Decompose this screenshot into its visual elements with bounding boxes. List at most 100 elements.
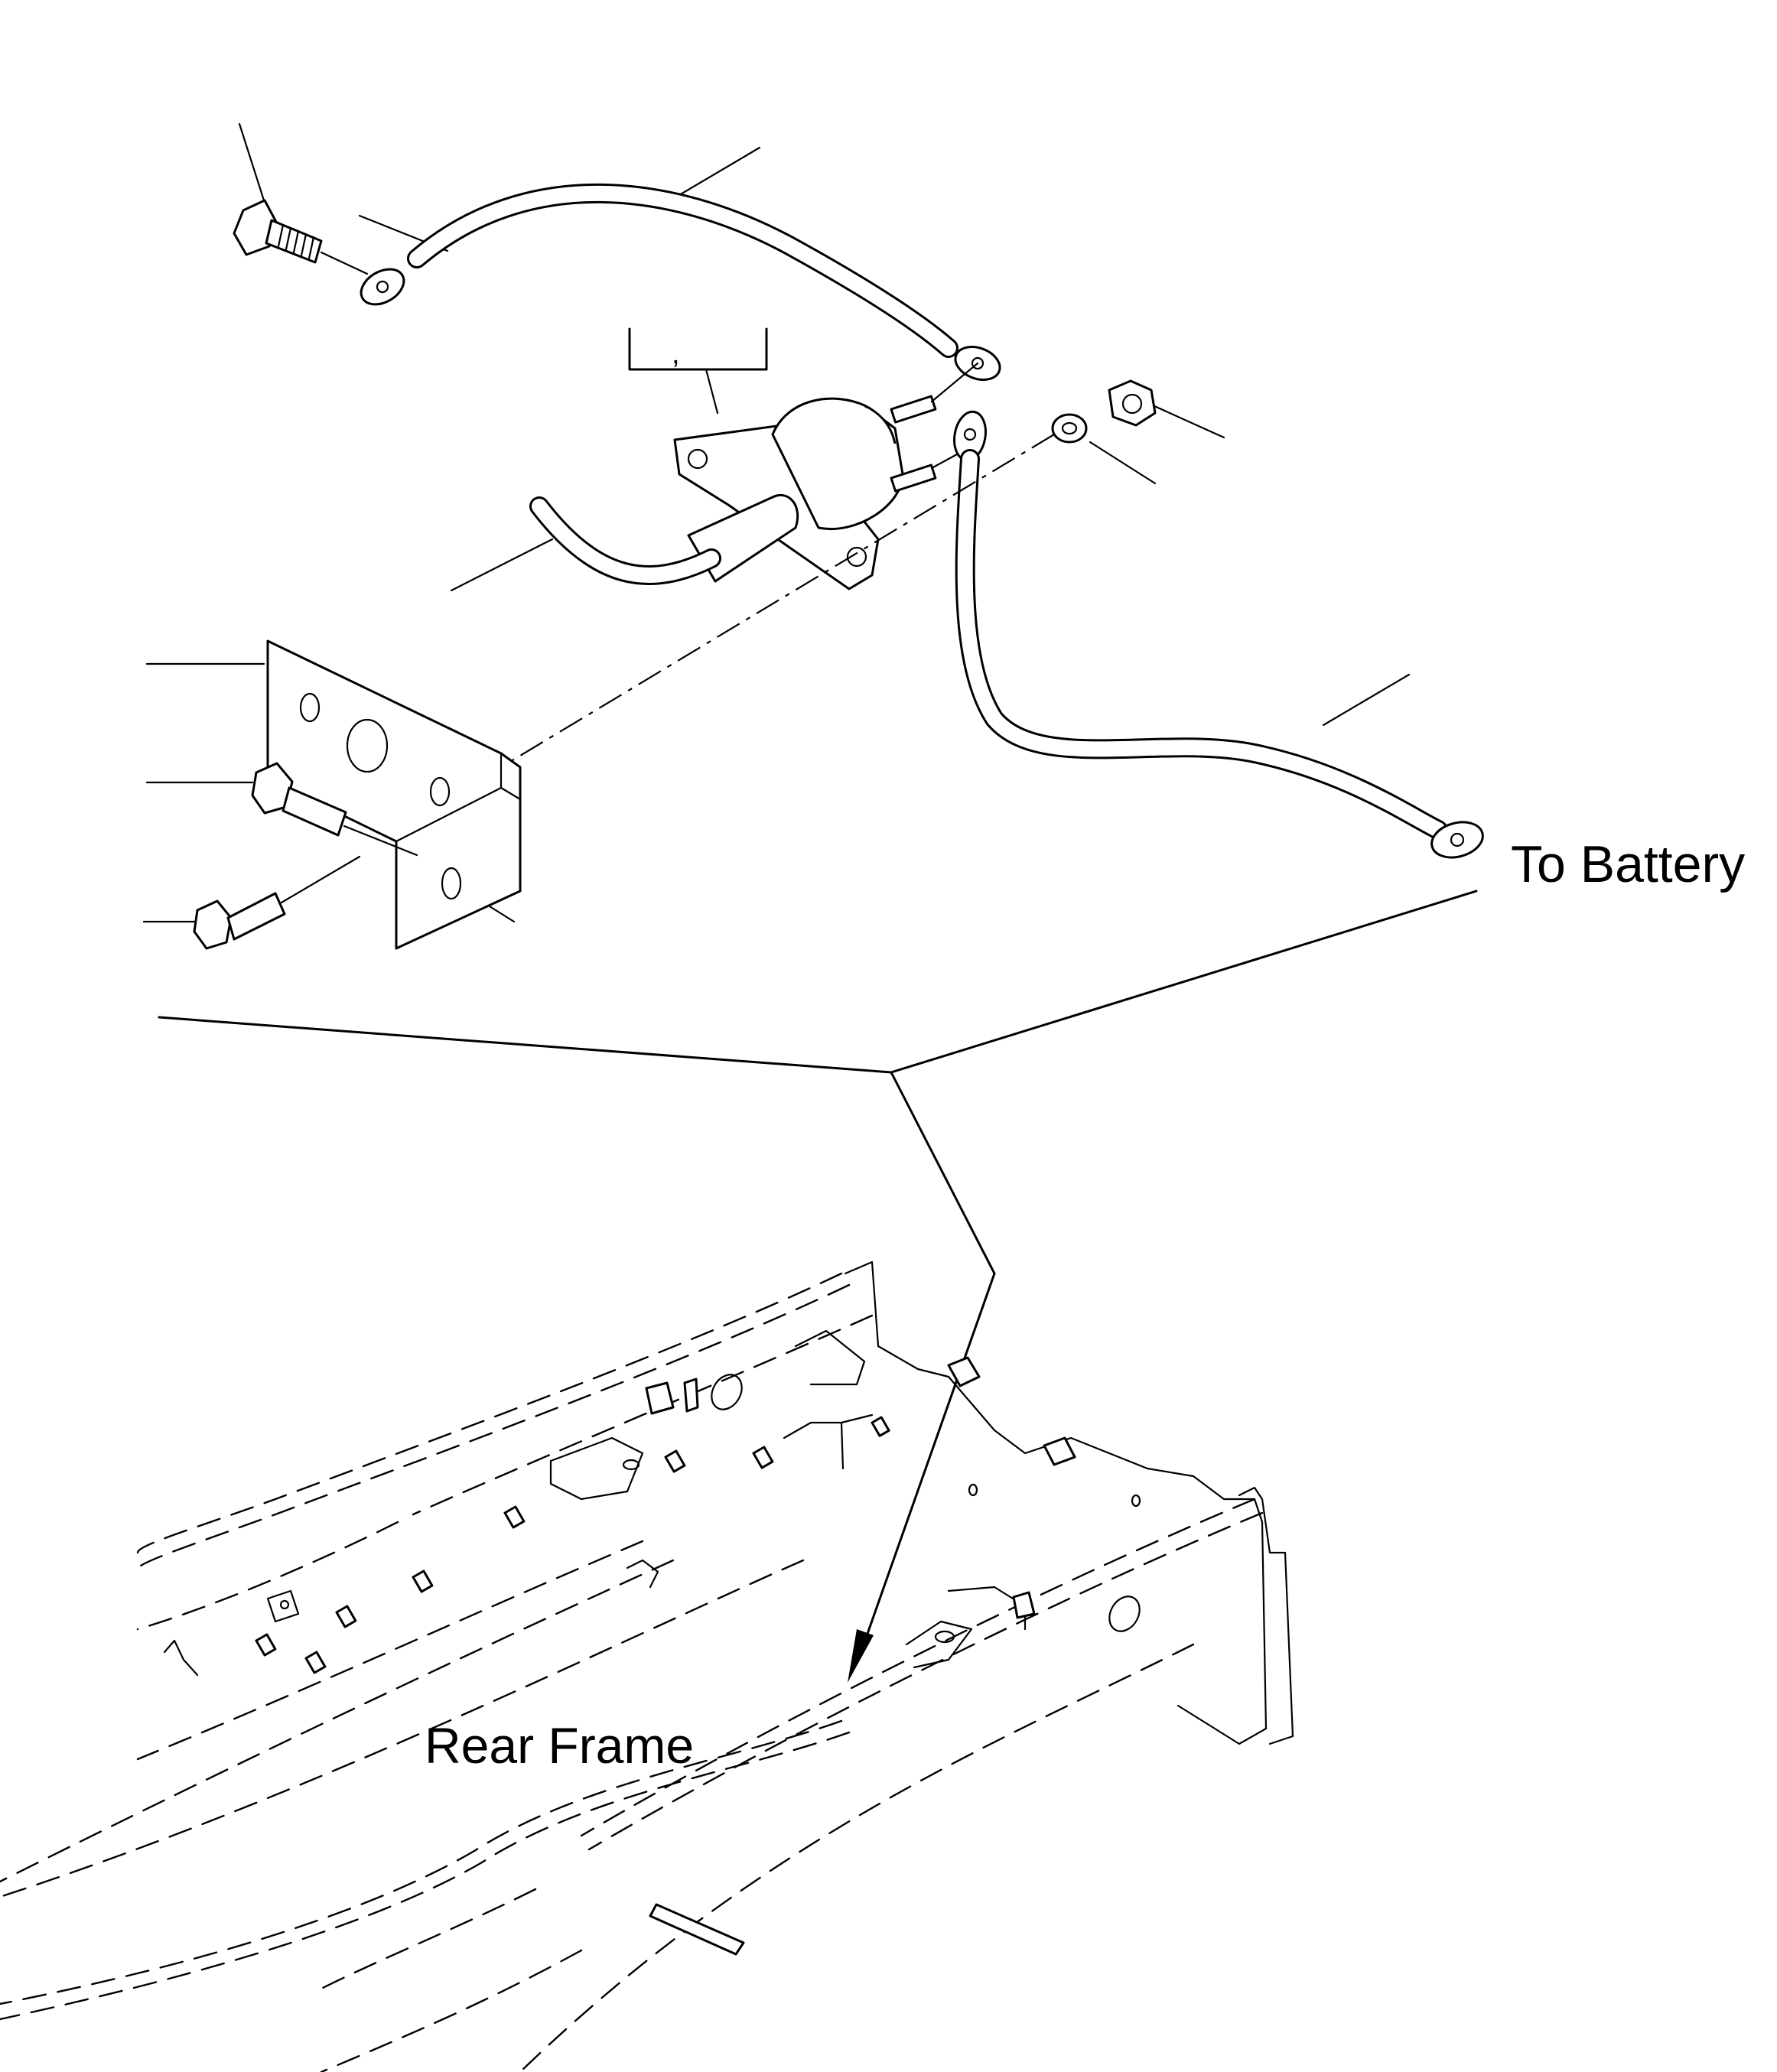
relay-callout-text: , [672,338,680,370]
cable-battery-terminal-end [1430,821,1484,859]
leader-cable-top [678,146,761,197]
terminal-hole-right [971,356,985,370]
bolt-low-axis [280,855,361,904]
stud-upper-axis [930,362,979,403]
frame-hole-1 [711,1374,743,1410]
to-battery-label: To Battery [1511,835,1745,893]
bracket-fold [266,639,503,843]
rear-frame [0,1260,1294,2072]
bracket-hole-4 [441,867,462,900]
leader-washer [1089,441,1157,485]
frame-rail-low-2 [0,1731,851,2021]
frame-rear-plate [1192,1475,1268,1730]
washer-hole [1061,421,1078,435]
frame-rail-mid-1 [136,1540,644,1761]
pointer-line-left [158,1016,893,1074]
cable-battery [953,410,1484,859]
frame-rail-bottom-3 [320,1888,537,1990]
frame-pin-lower [649,1903,745,1956]
bolt-low-head [193,899,233,950]
frame-bracket-right [905,1620,973,1669]
rear-frame-label: Rear Frame [425,1717,694,1774]
leader-cable-battery [1322,673,1411,727]
relay-stud-upper [890,395,937,424]
relay-stud-lower [890,464,937,493]
frame-rail-inner-1 [412,1314,874,1516]
bracket-hole-3 [429,776,451,807]
leader-relay-wire [450,538,554,592]
frame-hole-2 [1108,1595,1141,1632]
nut [1108,379,1157,427]
relay-wire-core [532,499,719,583]
bolt-top-axis [320,251,369,275]
frame-hole-4 [1131,1494,1141,1508]
bracket-bend [500,786,522,801]
frame-bracket-right-tab [947,1586,1027,1631]
bolt-top-shank [265,219,323,264]
frame-rail-inner-2 [136,1521,399,1631]
frame-gusset-lower [783,1413,874,1439]
bolt-mid-axis [343,825,418,857]
washer-ring [1051,413,1088,444]
frame-gusset-post [840,1421,845,1470]
frame-rail-top-2 [136,1283,851,1569]
frame-rail-low-1 [0,1719,843,2005]
harness-clamp-3 [645,1381,675,1415]
nut-hole [1121,393,1143,415]
bracket-hole-2 [346,718,389,773]
leader-bolt-top [238,122,265,202]
nut-body [1108,379,1157,427]
bolt-mid-shank [282,786,347,837]
pointer-arrow-shaft [857,1272,996,1661]
cable-top-core [409,185,956,356]
frame-rail-mid-2 [0,1559,675,1883]
frame-rear-bottom [1177,1704,1268,1745]
frame-plate-small-hole [279,1599,290,1610]
terminal-hole-top [963,428,977,441]
cable-battery-body [955,449,1448,840]
bracket-hole-1 [299,692,321,723]
frame-rail-mid-3 [0,1559,805,1898]
frame-rail-top-1 [136,1272,843,1554]
battery-relay [529,362,979,590]
relay-body-edge [864,404,897,444]
harness-clamp-2 [1043,1436,1076,1466]
frame-bracket-right-hole [934,1630,955,1644]
cable-battery-core [957,451,1446,838]
bolt-low [193,855,361,950]
bolt-top-thread [277,223,315,260]
frame-rail-right-1 [580,1498,1256,1837]
frame-rail-bottom-2 [320,1949,583,2072]
terminal-hole-left [376,280,389,294]
pointer-arrowhead [848,1629,874,1683]
harness-clamp-5 [1012,1591,1036,1619]
frame-gusset-upper [794,1329,866,1386]
frame-hook-mid [626,1559,659,1589]
frame-rail-bottom-1 [519,1643,1195,2072]
bolt-mid [251,762,418,857]
bolt-low-shank [226,892,286,941]
washer [1051,413,1088,444]
relay-body [771,397,904,530]
cable-top-terminal-left [360,268,405,306]
cable-top [360,183,1001,381]
pointer-line-down [890,1071,996,1275]
frame-plate-small [266,1589,300,1623]
frame-hole-3 [968,1483,978,1497]
frame-bracket-left-hole [622,1459,640,1471]
leader-relay [705,368,719,415]
assembly-axis [504,434,1055,766]
frame-cross-member [947,1375,1195,1478]
frame-hook-left [163,1639,199,1677]
relay-callout-box: , [628,327,768,371]
leader-nut [1143,400,1225,439]
terminal-hole-end [1450,832,1465,847]
bolt-top [233,199,369,275]
relay-flange-hole-1 [687,448,708,470]
frame-rail-right-2 [587,1511,1264,1851]
frame-dowels [255,1416,890,1674]
harness-clamp-4 [683,1378,699,1413]
frame-bracket-left [549,1436,644,1501]
